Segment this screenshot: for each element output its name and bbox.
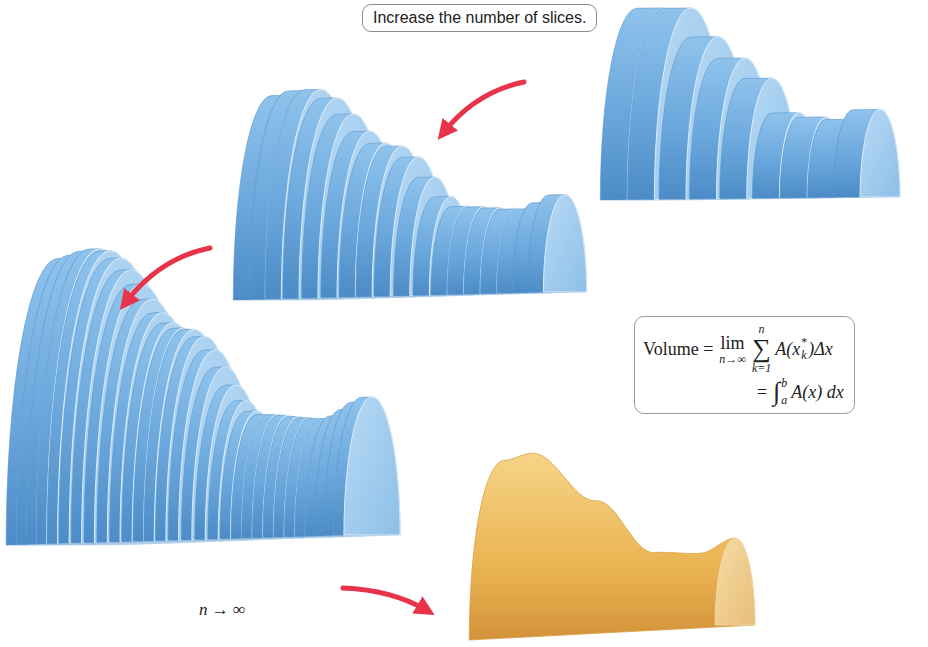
formula-superscript: b [781,377,787,390]
limit-label: n → ∞ [199,600,245,620]
red-arrow [126,248,210,302]
formula-box: Volume =limn→∞n∑k=1A(x*k)Δx=∫baA(x) dx [634,316,855,414]
formula-text: )Δx [808,339,833,360]
slice-side [833,109,900,197]
slice-face [860,109,900,197]
formula-text: A(x [775,339,800,360]
limit-stack: limn→∞ [719,333,746,366]
slice-side [333,397,400,535]
instruction-box: Increase the number of slices. [362,4,597,32]
integral-symbol: ∫ [773,377,780,407]
sliced-solid [6,249,400,545]
formula-text: A(x) dx [791,382,843,403]
solid-end-face [715,538,755,625]
subsup-stack: *k [801,336,807,362]
formula-superscript: * [801,336,807,349]
red-arrow [343,588,426,610]
formula-subscript: k=1 [752,362,771,375]
sliced-solid [600,8,900,200]
formula-subscript: n→∞ [719,353,746,366]
formula-subscript: k [801,349,806,362]
solid-body [469,453,755,640]
formula-subscript: a [781,394,787,407]
sliced-solid [233,89,586,300]
slice-side [527,195,586,293]
formula-text: Volume = [643,339,713,360]
formula-text: lim [721,333,745,353]
formula-row: Volume =limn→∞n∑k=1A(x*k)Δx [643,323,844,375]
instruction-text: Increase the number of slices. [373,9,586,26]
red-arrow [444,82,524,132]
formula-superscript: n [759,323,765,336]
formula-row: =∫baA(x) dx [643,377,844,407]
smooth-solid [469,453,755,640]
sum-symbol: ∑ [752,336,771,362]
slice-face [344,397,400,535]
formula-text: = [757,382,767,403]
slice-face [543,195,586,292]
sum-stack: n∑k=1 [752,323,771,375]
bounds-stack: ba [781,377,787,407]
solids-group [6,8,900,640]
